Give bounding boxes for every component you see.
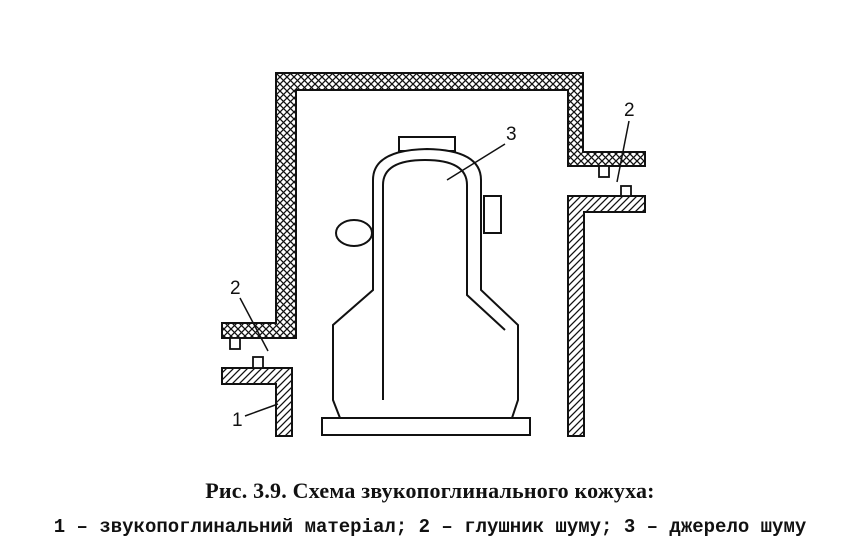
absorbing-material-lining <box>221 72 646 339</box>
source-body-outer <box>332 147 519 419</box>
label-material-1: 1 <box>232 410 243 431</box>
base-plate <box>321 417 531 436</box>
label-silencer-2-left: 2 <box>230 278 241 299</box>
figure-caption-title: Рис. 3.9. Схема звукопоглинального кожух… <box>205 478 655 503</box>
silencer-clip <box>252 356 264 369</box>
leader-line-2-left <box>239 297 269 352</box>
source-side-box <box>483 195 502 234</box>
silencer-clip <box>598 165 610 178</box>
sound-absorbing-enclosure-diagram: 3 2 2 1 <box>221 72 646 437</box>
leader-line-2-right <box>616 120 630 183</box>
label-source-3: 3 <box>506 124 517 145</box>
enclosure-casing-left <box>221 367 293 437</box>
source-body-inner <box>382 158 506 400</box>
leader-line-3 <box>446 143 506 181</box>
enclosure-casing-right <box>567 195 646 437</box>
noise-source <box>332 136 519 419</box>
silencer-clip <box>229 337 241 350</box>
leader-line-1 <box>244 403 279 417</box>
label-silencer-2-right: 2 <box>624 100 635 121</box>
silencer-clip <box>620 185 632 197</box>
figure-caption-legend: 1 – звукопоглинальний матеріал; 2 – глуш… <box>53 516 807 538</box>
source-side-knob <box>335 219 373 247</box>
